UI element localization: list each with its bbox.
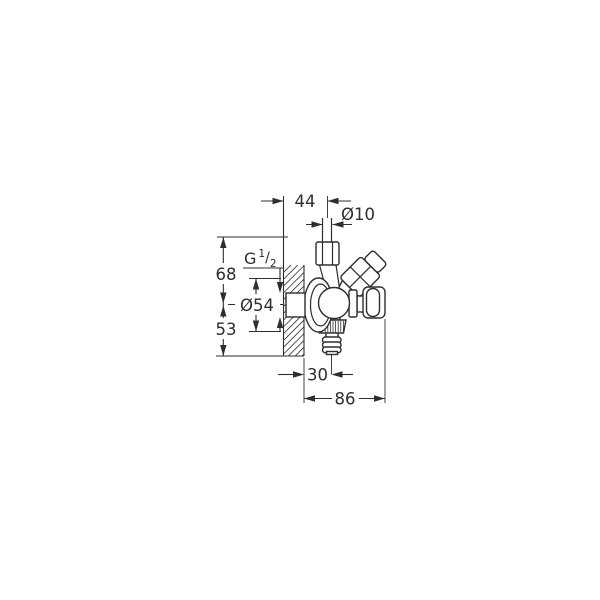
arrowhead: [272, 197, 284, 205]
valve-assembly: [285, 218, 387, 356]
thread-denominator: 2: [270, 258, 277, 270]
dimension-wall-to-pipe-axis: 44: [261, 192, 351, 211]
arrowhead: [276, 282, 284, 293]
handle-cap: [364, 250, 387, 273]
dim-rosette-diameter-label: Ø54: [240, 296, 274, 315]
compression-nut: [315, 241, 340, 266]
dim-wall-to-hose-axis-label: 30: [307, 366, 328, 385]
dim-height-above-axis: 68: [216, 265, 237, 284]
extension-lines: [216, 196, 386, 403]
wall-section: [282, 196, 305, 356]
outlet-nut-band: [365, 287, 381, 318]
dimension-rosette-diameter: Ø54: [235, 278, 280, 332]
arrowhead: [220, 237, 227, 248]
arrowhead: [276, 317, 284, 328]
dimension-wall-to-hose-axis: 30: [278, 366, 353, 385]
valve-body: [317, 286, 351, 320]
dim-top-offset-44: 44: [295, 192, 316, 211]
dimension-pipe-diameter: Ø10: [306, 205, 375, 228]
thread-numerator: 1: [258, 248, 265, 260]
arrowhead: [304, 395, 315, 402]
arrowhead: [327, 197, 339, 205]
dim-height-below-axis: 53: [216, 320, 237, 339]
dim-pipe-diameter-label: Ø10: [341, 205, 375, 224]
dimension-overall-depth: 86: [304, 390, 385, 409]
arrowhead: [293, 371, 304, 378]
arrowhead: [220, 292, 227, 304]
outlet-collar: [348, 289, 358, 318]
arrowhead: [252, 278, 260, 290]
supply-pipe: [321, 218, 333, 242]
wall-nipple: [285, 292, 306, 318]
arrowhead: [331, 371, 343, 378]
arrowhead: [220, 345, 227, 356]
hose-tip: [325, 350, 339, 356]
thread-prefix: G: [244, 249, 256, 268]
dimension-height-chain: 68 53: [211, 237, 239, 356]
outlet-branch: [348, 286, 386, 319]
arrowhead: [332, 221, 344, 228]
dim-overall-depth-label: 86: [335, 390, 356, 409]
arrowhead: [220, 305, 227, 317]
arrowhead: [374, 395, 385, 402]
arrowhead: [311, 221, 323, 228]
thread-slash: /: [265, 250, 270, 266]
arrowhead: [252, 320, 260, 332]
